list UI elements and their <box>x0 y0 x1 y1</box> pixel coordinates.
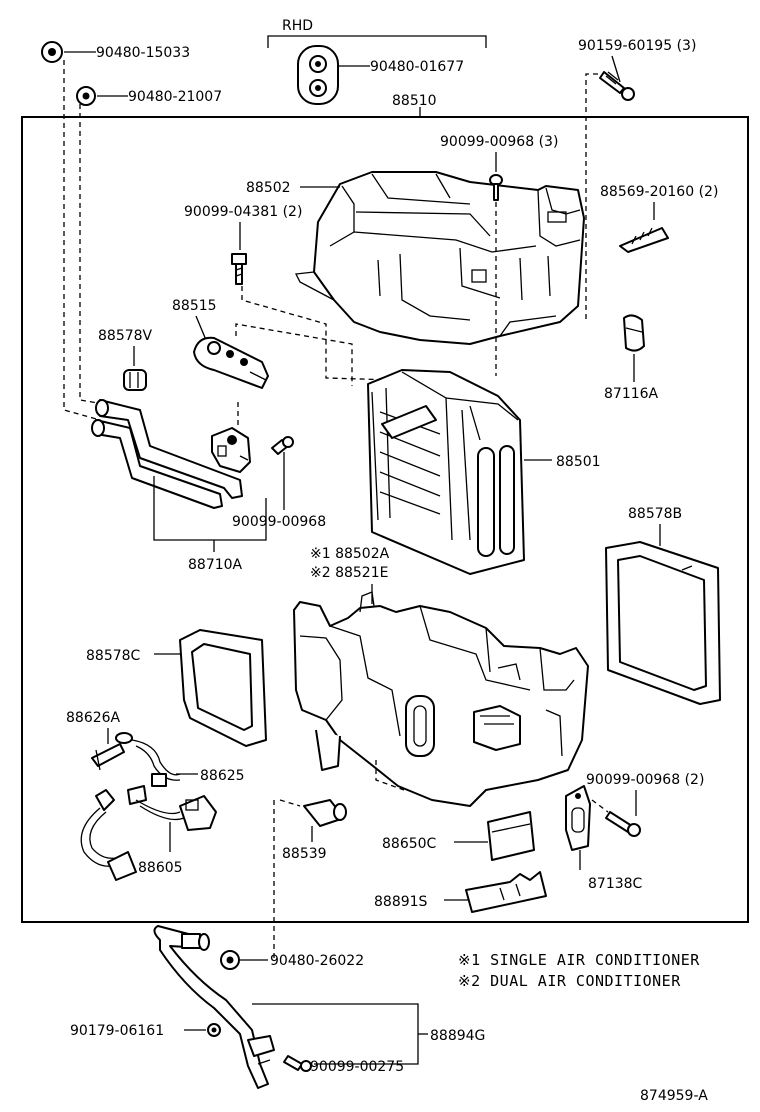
double-grommet-90480-01677 <box>297 45 339 105</box>
screw-90099-00968-3 <box>489 174 503 201</box>
note-single-air-conditioner: ※1 SINGLE AIR CONDITIONER <box>458 951 700 969</box>
label-88578B: 88578B <box>628 506 682 522</box>
screw-90099-00968-small <box>271 436 294 455</box>
sensor-88625 <box>115 732 181 787</box>
bolt-90099-04381 <box>231 253 247 285</box>
label-88521E: ※2 88521E <box>310 565 388 581</box>
evaporator-88501 <box>367 369 525 575</box>
label-88501: 88501 <box>556 454 601 470</box>
upper-case-88502 <box>295 171 585 345</box>
label-90099-00968-3: 90099-00968 (3) <box>440 134 558 150</box>
label-90179-06161: 90179-06161 <box>70 1023 164 1039</box>
valve-block <box>211 427 251 473</box>
label-88710A: 88710A <box>188 557 243 573</box>
part-88650C <box>487 811 535 861</box>
expansion-valve-88515 <box>193 336 269 389</box>
seal-88578C <box>179 629 267 747</box>
note-dual-air-conditioner: ※2 DUAL AIR CONDITIONER <box>458 972 681 990</box>
part-88539 <box>303 799 347 827</box>
drawing-number: 874959-A <box>640 1088 708 1104</box>
seal-88578B <box>605 541 721 705</box>
label-88539: 88539 <box>282 846 327 862</box>
o-ring-88578V <box>123 369 147 391</box>
label-88894G: 88894G <box>430 1028 485 1044</box>
grommet-90480-15033 <box>41 41 63 63</box>
label-90099-00968-2: 90099-00968 (2) <box>586 772 704 788</box>
label-88891S: 88891S <box>374 894 428 910</box>
label-87138C: 87138C <box>588 876 643 892</box>
clip-88626A <box>91 743 125 771</box>
label-90480-26022: 90480-26022 <box>270 953 364 969</box>
screw-90099-00275 <box>283 1055 312 1072</box>
tube-88894G <box>153 925 275 1089</box>
grommet-90480-26022 <box>220 950 240 970</box>
label-88510: 88510 <box>392 93 437 109</box>
grommet-90480-21007 <box>76 86 96 106</box>
clip-88569-20160 <box>619 227 669 253</box>
nut-90179-06161 <box>207 1023 221 1037</box>
label-88502: 88502 <box>246 180 291 196</box>
label-88569-20160: 88569-20160 (2) <box>600 184 718 200</box>
label-90099-04381: 90099-04381 (2) <box>184 204 302 220</box>
rhd-bracket <box>267 35 487 48</box>
label-88578V: 88578V <box>98 328 153 344</box>
label-87116A: 87116A <box>604 386 659 402</box>
label-90480-15033: 90480-15033 <box>96 45 190 61</box>
assembly-frame <box>21 116 749 923</box>
label-88625: 88625 <box>200 768 245 784</box>
label-88650C: 88650C <box>382 836 437 852</box>
label-88515: 88515 <box>172 298 217 314</box>
label-88626A: 88626A <box>66 710 121 726</box>
label-90480-01677: 90480-01677 <box>370 59 464 75</box>
label-90480-21007: 90480-21007 <box>128 89 222 105</box>
bracket-87138C <box>565 785 591 851</box>
label-88605: 88605 <box>138 860 183 876</box>
lower-case-88502A <box>293 591 589 807</box>
wire-harness-88605 <box>80 785 217 881</box>
tube-88710A <box>91 399 243 509</box>
screw-90099-00968-2 <box>605 811 641 837</box>
label-88578C: 88578C <box>86 648 141 664</box>
label-90099-00275: 90099-00275 <box>310 1059 404 1075</box>
part-88891S <box>465 871 547 913</box>
label-90159-60195: 90159-60195 (3) <box>578 38 696 54</box>
rhd-label: RHD <box>282 18 313 34</box>
label-88502A: ※1 88502A <box>310 546 390 562</box>
clamp-87116A <box>623 314 645 352</box>
label-90099-00968: 90099-00968 <box>232 514 326 530</box>
screw-90159-60195 <box>599 71 635 101</box>
